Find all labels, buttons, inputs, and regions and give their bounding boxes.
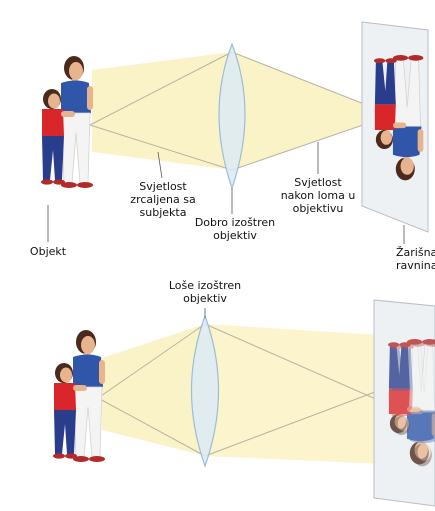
label-light-after-refraction: Svjetlost nakon loma u objektivu (272, 176, 364, 215)
label-object: Objekt (18, 245, 78, 258)
scene-focused (41, 22, 428, 244)
label-unfocused-lens: Loše izoštren objektiv (160, 279, 250, 305)
scene-unfocused (53, 300, 435, 506)
label-focal-plane: Žarišna ravnina (396, 246, 435, 272)
object-figures-bottom (53, 330, 105, 462)
label-focused-lens: Dobro izoštren objektiv (190, 216, 280, 242)
label-light-reflected: Svjetlost zrcaljena sa subjekta (118, 180, 208, 219)
object-figures-top (41, 56, 93, 188)
light-beam-in-top (92, 52, 232, 170)
light-beam-in-bottom (102, 324, 205, 456)
